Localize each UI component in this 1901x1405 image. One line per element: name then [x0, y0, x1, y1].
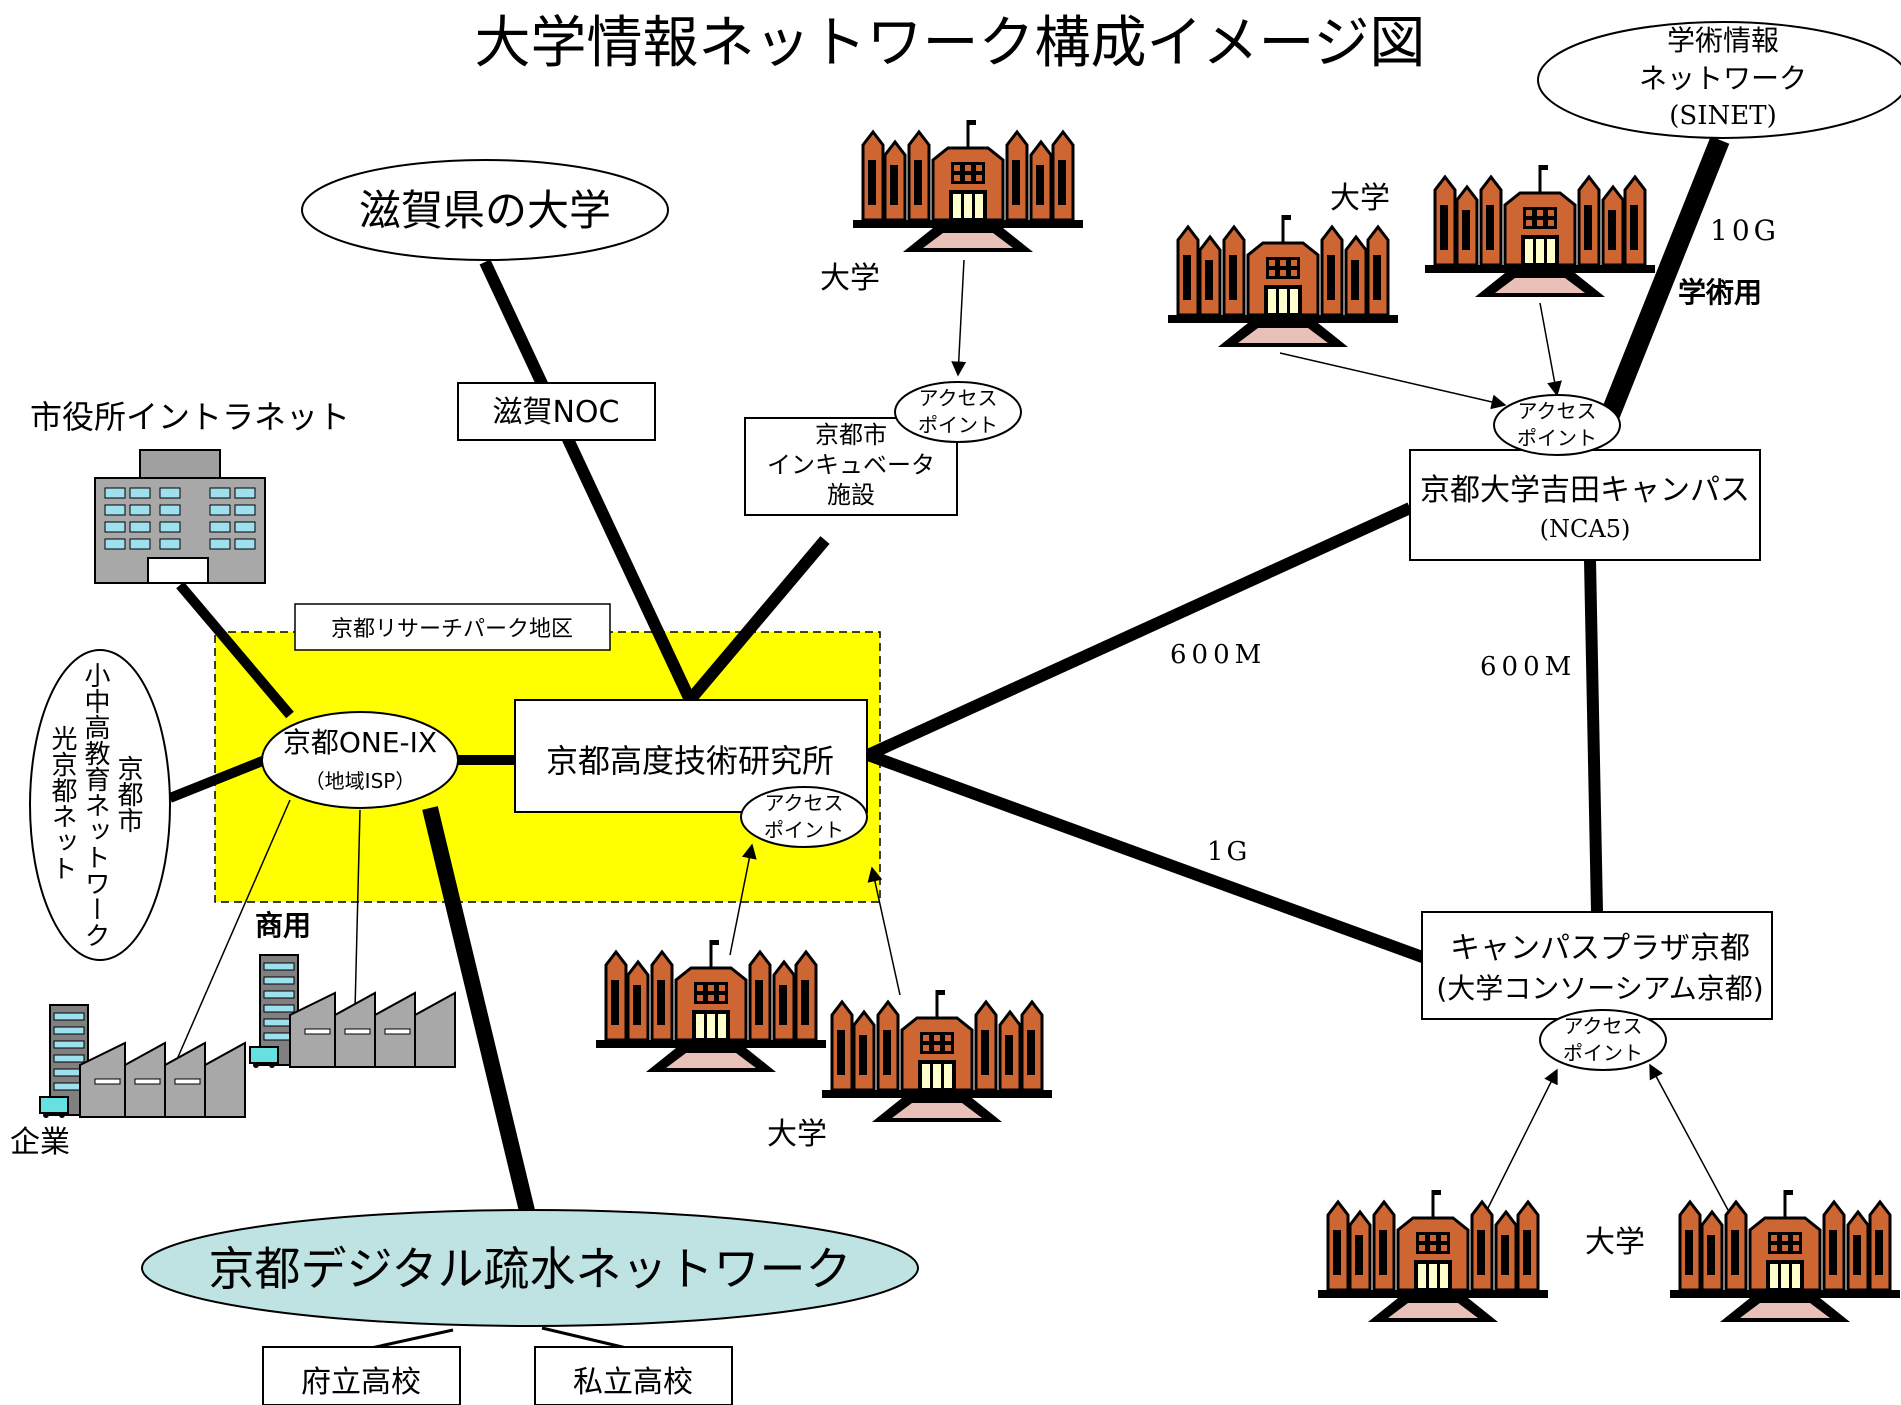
academic-label: 学術用	[1678, 276, 1762, 309]
ashtech-ap-line-1: アクセス	[765, 791, 844, 815]
plaza-label: キャンパスプラザ京都	[1450, 931, 1750, 966]
page-title: 大学情報ネットワーク構成イメージ図	[475, 11, 1426, 76]
yoshida-ap-line-2: ポイント	[1517, 426, 1597, 450]
link-oneix-enterprise-a	[167, 799, 291, 1081]
sosui-label: 京都デジタル疏水ネットワーク	[208, 1242, 851, 1296]
arrow-univ-plaza-ap-1	[1486, 1068, 1558, 1211]
one-ix-node	[261, 711, 459, 809]
private-school-label: 私立高校	[573, 1365, 693, 1400]
one-ix-sublabel: （地域ISP）	[305, 769, 416, 793]
sinet-node	[1537, 21, 1901, 139]
university-icon-ashtech-2	[820, 988, 1054, 1124]
school-net-node	[29, 649, 171, 961]
university-icon-yoshida-2	[1423, 163, 1657, 299]
factory-icon-1	[39, 1004, 246, 1119]
school-net-label-3: 京都市	[113, 755, 143, 833]
link-oneix-enterprise-b	[354, 809, 361, 1011]
link-yoshida-plaza	[1584, 559, 1603, 913]
arrow-univ-yoshida-ap-2	[1539, 302, 1562, 397]
shiga-univ-label: 滋賀県の大学	[359, 186, 611, 235]
university-icon-plaza-1	[1316, 1188, 1550, 1324]
enterprise-label: 企業	[10, 1125, 70, 1160]
arrow-univ-incubator-ap	[951, 259, 967, 377]
speed-ashtech-plaza: 1G	[1207, 837, 1250, 867]
shiga-noc-node	[457, 382, 656, 441]
plaza-node	[1421, 911, 1773, 1020]
school-net-label-2: 光京都ネット	[47, 725, 77, 881]
link-incubator-ashtech	[685, 536, 830, 704]
university-icon-top	[851, 118, 1085, 254]
incubator-line-3: 施設	[827, 481, 875, 509]
arrow-univ-ashtech-ap-1	[729, 843, 757, 956]
yoshida-node	[1409, 449, 1761, 561]
shiga-noc-label: 滋賀NOC	[492, 395, 619, 430]
arrow-univ-plaza-ap-2	[1649, 1063, 1729, 1211]
link-city-oneix	[176, 581, 294, 719]
yoshida-access-point	[1493, 394, 1621, 456]
incubator-access-point	[894, 381, 1022, 443]
sinet-line-2: ネットワーク	[1639, 62, 1807, 95]
one-ix-label: 京都ONE-IX	[283, 726, 437, 759]
plaza-sublabel: (大学コンソーシアム京都)	[1436, 972, 1763, 1005]
pref-school-node	[262, 1346, 461, 1405]
plaza-ap-line-1: アクセス	[1564, 1014, 1643, 1038]
incubator-ap-line-2: ポイント	[918, 413, 998, 437]
university-icon-plaza-2	[1668, 1188, 1901, 1324]
link-ashtech-plaza	[865, 749, 1428, 964]
pref-school-label: 府立高校	[301, 1365, 421, 1400]
univ-label-ashtech: 大学	[767, 1117, 827, 1152]
plaza-access-point	[1539, 1009, 1667, 1071]
arrow-univ-ashtech-ap-2	[867, 866, 901, 996]
office-building-icon	[94, 449, 266, 584]
link-oneix-sosui	[422, 806, 536, 1217]
commercial-label: 商用	[255, 909, 311, 942]
yoshida-label: 京都大学吉田キャンパス	[1420, 473, 1750, 508]
yoshida-sublabel: (NCA5)	[1540, 515, 1631, 543]
incubator-line-1: 京都市	[815, 421, 887, 449]
link-ashtech-yoshida	[865, 502, 1413, 761]
incubator-ap-line-1: アクセス	[919, 386, 998, 410]
speed-yoshida-plaza: 600M	[1480, 652, 1576, 682]
factory-icon-2	[249, 954, 456, 1069]
university-icon-ashtech-1	[594, 938, 828, 1074]
sinet-speed-label: 10G	[1710, 214, 1780, 247]
univ-label-yoshida: 大学	[1330, 181, 1390, 216]
yoshida-ap-line-1: アクセス	[1518, 399, 1597, 423]
link-sinet	[1600, 136, 1730, 419]
plaza-ap-line-2: ポイント	[1563, 1041, 1643, 1065]
univ-label-top: 大学	[820, 261, 880, 296]
ashtech-access-point	[740, 786, 868, 848]
ashtech-label: 京都高度技術研究所	[546, 742, 834, 780]
sinet-line-1: 学術情報	[1667, 24, 1779, 57]
link-school-oneix	[168, 755, 267, 803]
university-icon-yoshida-1	[1166, 213, 1400, 349]
research-park-label: 京都リサーチパーク地区	[331, 617, 573, 642]
link-shiga-ashtech	[479, 259, 696, 703]
univ-label-plaza: 大学	[1585, 1225, 1645, 1260]
city-intranet-label: 市役所イントラネット	[30, 398, 350, 436]
school-net-label-1: 小中高教育ネットワーク	[80, 662, 110, 948]
ashtech-ap-line-2: ポイント	[764, 818, 844, 842]
sosui-node	[141, 1209, 919, 1327]
incubator-line-2: インキュベータ	[767, 451, 935, 479]
shiga-univ-node	[301, 159, 669, 261]
speed-ashtech-yoshida: 600M	[1170, 640, 1266, 670]
sinet-line-3: (SINET)	[1669, 101, 1776, 131]
private-school-node	[534, 1346, 733, 1405]
research-park-box	[294, 603, 611, 651]
arrow-univ-yoshida-ap-1	[1279, 352, 1507, 410]
